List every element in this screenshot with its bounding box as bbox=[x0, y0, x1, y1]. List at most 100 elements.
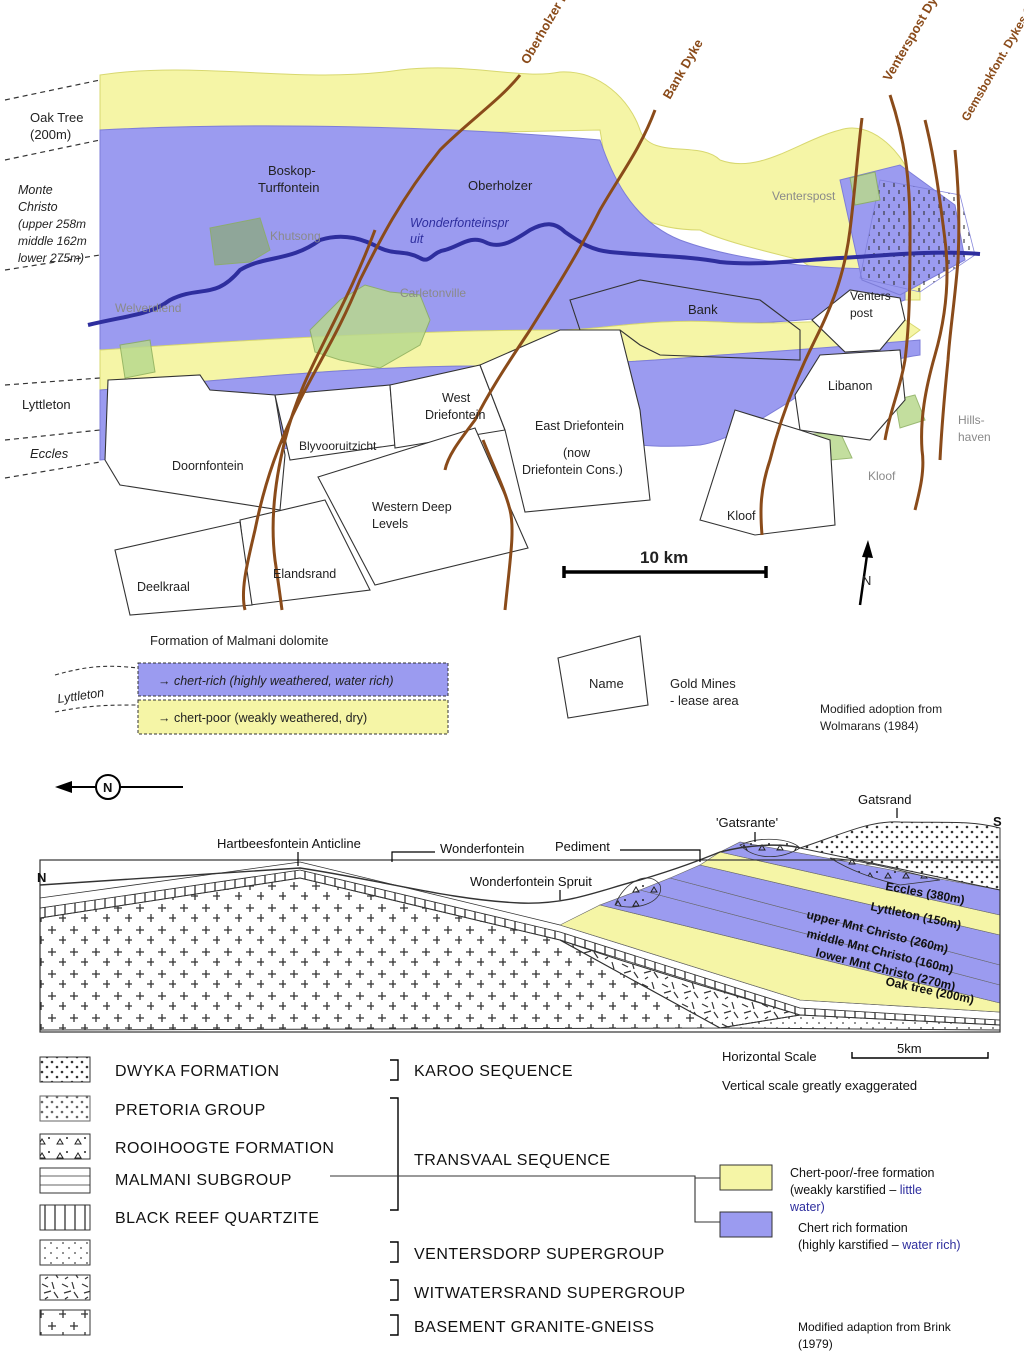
dyke-bank-south bbox=[481, 439, 514, 611]
legend-box-witwatersrand bbox=[39, 1274, 91, 1301]
dyke-venterspost-east bbox=[883, 94, 912, 441]
north-symbol-icon: N bbox=[55, 774, 183, 800]
color-legend-poor-2: (weakly karstified – little bbox=[790, 1183, 922, 1197]
label-venters-2: post bbox=[850, 306, 873, 320]
label-western-deep-2: Levels bbox=[372, 517, 408, 531]
color-legend-poor-3: water) bbox=[789, 1200, 825, 1214]
color-legend-rich-2: (highly karstified – water rich) bbox=[798, 1238, 961, 1252]
pretoria-group bbox=[798, 821, 1001, 891]
legend-item-3: MALMANI SUBGROUP bbox=[115, 1172, 292, 1189]
label-anticline: Hartbeesfontein Anticline bbox=[217, 836, 361, 851]
mine-venterspost bbox=[811, 289, 906, 353]
label-n: N bbox=[37, 870, 46, 885]
legend-gold-mines-2: - lease area bbox=[670, 693, 739, 708]
map-source-2: Wolmarans (1984) bbox=[820, 719, 918, 733]
label-western-deep-1: Western Deep bbox=[372, 500, 452, 514]
legend-item-0: DWYKA FORMATION bbox=[115, 1063, 280, 1080]
label-bank: Bank bbox=[688, 302, 718, 317]
map-legend: Formation of Malmani dolomite → chert-ri… bbox=[54, 633, 942, 735]
legend-example-lyttleton: Lyttleton bbox=[56, 686, 105, 706]
label-monte-christo-2: Christo bbox=[18, 200, 58, 214]
label-eccles: Eccles bbox=[30, 446, 69, 461]
dyke-venterspost bbox=[759, 117, 864, 536]
label-blyvooruitzicht: Blyvooruitzicht bbox=[299, 439, 377, 453]
dyke-oberholzer bbox=[241, 74, 522, 611]
legend-chert-poor: → chert-poor (weakly weathered, dry) bbox=[158, 711, 367, 725]
legend-swatch-chert-rich bbox=[137, 662, 449, 697]
legend-item-2: ROOIHOOGTE FORMATION bbox=[115, 1140, 334, 1157]
dyke-gemsbokfont-2 bbox=[938, 149, 961, 461]
group-transvaal: TRANSVAAL SEQUENCE bbox=[414, 1152, 611, 1169]
legend-title: Formation of Malmani dolomite bbox=[150, 633, 328, 648]
label-river-1: Wonderfonteinspr bbox=[410, 216, 510, 230]
svg-text:N: N bbox=[862, 573, 871, 588]
label-dyke-bank: Bank Dyke bbox=[660, 36, 706, 101]
label-hillshaven-1: Hills- bbox=[958, 413, 985, 427]
label-doornfontein: Doornfontein bbox=[172, 459, 244, 473]
color-legend-poor-1: Chert-poor/-free formation bbox=[790, 1166, 935, 1180]
mine-deelkraal bbox=[114, 521, 253, 616]
label-deelkraal: Deelkraal bbox=[137, 580, 190, 594]
label-oak-tree-thickness: (200m) bbox=[30, 127, 71, 142]
town-welverdiend bbox=[119, 339, 156, 379]
label-monte-christo-3: (upper 258m bbox=[18, 217, 86, 231]
legend-item-4: BLACK REEF QUARTZITE bbox=[115, 1210, 319, 1227]
legend-box-pretoria bbox=[39, 1095, 91, 1122]
mine-bank bbox=[569, 279, 801, 361]
group-ventersdorp: VENTERSDORP SUPERGROUP bbox=[414, 1246, 665, 1263]
label-kloof-town: Kloof bbox=[868, 469, 896, 483]
label-west-drie-2: Driefontein bbox=[425, 408, 485, 422]
witwatersrand-supergroup bbox=[559, 939, 801, 1029]
label-kloof-mine: Kloof bbox=[727, 509, 756, 523]
legend-box-rooihoogte bbox=[39, 1133, 91, 1160]
label-pediment-2: Pediment bbox=[555, 839, 610, 854]
label-s: S bbox=[993, 814, 1002, 829]
wonderfonteinspruit-river bbox=[87, 222, 981, 327]
label-gatsrante: 'Gatsrante' bbox=[716, 815, 778, 830]
label-monte-christo-5: lower 275m) bbox=[18, 251, 84, 265]
label-welverdiend: Welverdiend bbox=[115, 301, 181, 315]
section-frame bbox=[39, 859, 1001, 1033]
label-dyke-gemsbokfont: Gemsbokfont. Dykes 1+2 bbox=[958, 0, 1024, 123]
label-east-drie-1: East Driefontein bbox=[535, 419, 624, 433]
north-arrow-icon: N bbox=[858, 540, 873, 606]
label-pediment-1: Wonderfontein bbox=[440, 841, 524, 856]
legend-box-ventersdorp bbox=[39, 1239, 91, 1266]
town-khutsong bbox=[209, 217, 271, 266]
label-east-drie-3: Driefontein Cons.) bbox=[522, 463, 623, 477]
label-west-drie-1: West bbox=[442, 391, 471, 405]
label-vscale: Vertical scale greatly exaggerated bbox=[722, 1078, 917, 1093]
label-venterspost-town: Venterspost bbox=[772, 189, 836, 203]
svg-text:N: N bbox=[103, 780, 112, 795]
label-scale: 10 km bbox=[640, 548, 688, 567]
mine-western-deep-levels bbox=[317, 427, 529, 586]
label-spruit: Wonderfontein Spruit bbox=[470, 874, 592, 889]
section-source-2: (1979) bbox=[798, 1337, 833, 1351]
legend-box-basement bbox=[39, 1309, 91, 1336]
label-monte-christo-1: Monte bbox=[18, 183, 53, 197]
map-source-1: Modified adoption from bbox=[820, 702, 942, 716]
town-carletonville bbox=[309, 284, 431, 369]
map-scale-bar: 10 km bbox=[562, 548, 768, 578]
label-libanon: Libanon bbox=[828, 379, 873, 393]
lithology-legend: DWYKA FORMATION PRETORIA GROUP ROOIHOOGT… bbox=[39, 1056, 961, 1351]
dyke-oberholzer-west bbox=[271, 229, 377, 611]
legend-item-1: PRETORIA GROUP bbox=[115, 1102, 266, 1119]
label-boskop-1: Boskop- bbox=[268, 163, 316, 178]
label-dyke-venterspost: Venterspost Dyke bbox=[880, 0, 948, 84]
legend-box-black-reef bbox=[39, 1204, 91, 1231]
group-witwatersrand: WITWATERSRAND SUPERGROUP bbox=[414, 1285, 686, 1302]
label-lyttleton: Lyttleton bbox=[22, 397, 71, 412]
label-hillshaven-2: haven bbox=[958, 430, 991, 444]
label-oberholzer: Oberholzer bbox=[468, 178, 533, 193]
label-hscale-value: 5km bbox=[897, 1041, 922, 1056]
label-monte-christo-4: middle 162m bbox=[18, 234, 87, 248]
swatch-chert-poor bbox=[719, 1164, 773, 1191]
label-oak-tree: Oak Tree bbox=[30, 110, 83, 125]
label-hscale: Horizontal Scale bbox=[722, 1049, 817, 1064]
label-east-drie-2: (now bbox=[563, 446, 591, 460]
label-gatsrand: Gatsrand bbox=[858, 792, 911, 807]
group-karoo: KAROO SEQUENCE bbox=[414, 1063, 573, 1080]
label-khutsong: Khutsong bbox=[270, 229, 321, 243]
